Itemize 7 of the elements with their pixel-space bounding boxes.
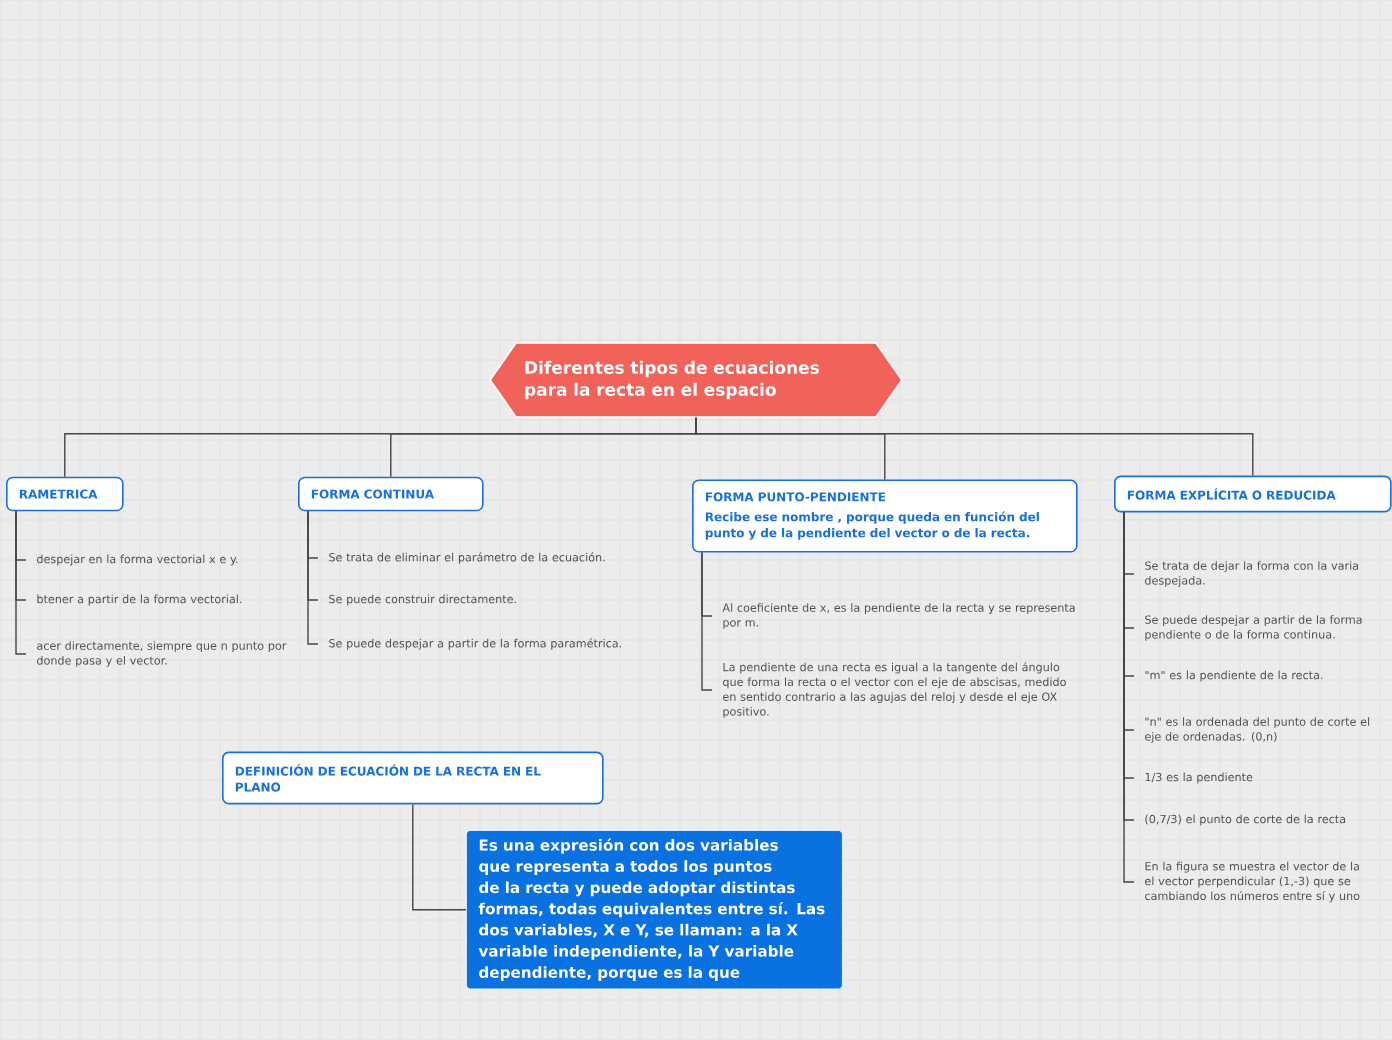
connector-line — [1123, 511, 1135, 883]
title-hexagon: Diferentes tipos de ecuaciones para la recta en el espacio — [489, 342, 903, 418]
connector-line — [701, 551, 713, 691]
connector-line — [307, 510, 319, 645]
connector-line — [412, 803, 467, 911]
connector-line — [695, 417, 1254, 477]
connector-line — [15, 510, 27, 655]
